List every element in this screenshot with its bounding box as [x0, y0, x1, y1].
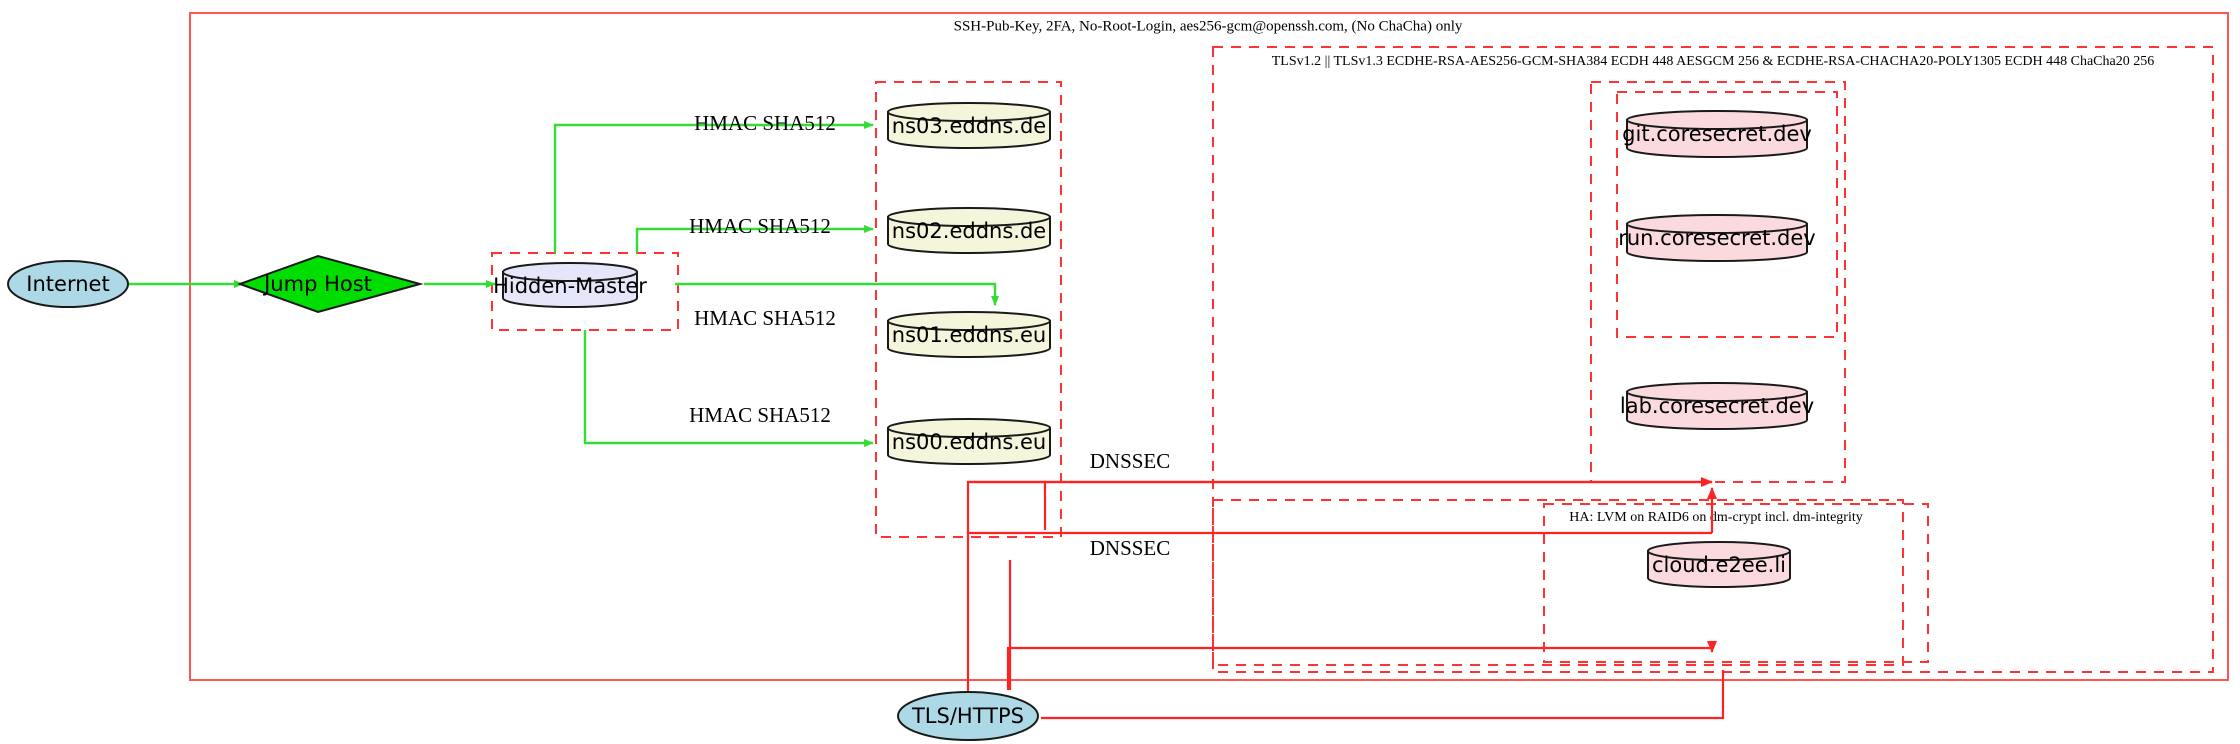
edge-hidden-master-to-ns02: [635, 225, 874, 253]
edge-label-dnssec-upper: DNSSEC: [1090, 449, 1171, 473]
cluster-tls-outer: [1212, 46, 2214, 673]
node-jump-host-label: Jump Host: [262, 272, 372, 296]
node-ns03-label: ns03.eddns.de: [892, 114, 1046, 138]
node-ns00-label: ns00.eddns.eu: [892, 430, 1046, 454]
node-ns01-label: ns01.eddns.eu: [892, 323, 1046, 347]
node-jump-host[interactable]: Jump Host: [237, 254, 424, 314]
edge-hidden-master-to-ns01: [675, 282, 999, 306]
cluster-dns-servers: [875, 81, 1062, 538]
node-hidden-master[interactable]: Hidden-Master: [493, 262, 647, 308]
edge-tlshttps-right-return: [1041, 670, 1725, 720]
edge-tlshttps-to-cloud: [1006, 641, 1717, 690]
node-ns02[interactable]: ns02.eddns.de: [887, 207, 1051, 254]
node-ns03[interactable]: ns03.eddns.de: [887, 102, 1051, 149]
node-internet-label: Internet: [26, 272, 109, 296]
node-cloud-e2ee[interactable]: cloud.e2ee.li: [1647, 541, 1791, 588]
node-git-coresecret[interactable]: git.coresecret.dev: [1622, 110, 1812, 158]
node-ns01[interactable]: ns01.eddns.eu: [887, 311, 1051, 358]
edge-label-hmac-ns01: HMAC SHA512: [694, 306, 836, 330]
edge-hidden-master-to-ns03: [553, 121, 874, 253]
edge-label-dnssec-lower: DNSSEC: [1090, 536, 1171, 560]
node-run-coresecret-label: run.coresecret.dev: [1618, 226, 1816, 250]
node-lab-coresecret[interactable]: lab.coresecret.dev: [1620, 382, 1814, 430]
edge-hidden-master-to-ns00: [583, 330, 874, 447]
node-ns00[interactable]: ns00.eddns.eu: [887, 418, 1051, 465]
cluster-ssh-outer-label: SSH-Pub-Key, 2FA, No-Root-Login, aes256-…: [954, 18, 1463, 34]
node-internet[interactable]: Internet: [7, 260, 129, 308]
edge-red-branch-upper: [968, 487, 1717, 535]
node-lab-coresecret-label: lab.coresecret.dev: [1620, 394, 1814, 418]
node-ns02-label: ns02.eddns.de: [892, 219, 1046, 243]
cluster-hidden-master: [491, 252, 679, 331]
edge-label-hmac-ns00: HMAC SHA512: [689, 403, 831, 427]
cluster-ssh-outer: [189, 12, 2229, 681]
node-tls-https[interactable]: TLS/HTTPS: [897, 691, 1039, 741]
cluster-coresecret-inner: [1616, 91, 1838, 338]
node-git-coresecret-label: git.coresecret.dev: [1622, 122, 1812, 146]
node-tls-https-label: TLS/HTTPS: [911, 704, 1024, 728]
cluster-ha: [1212, 499, 1904, 666]
cluster-coresecret-outer: [1590, 81, 1846, 483]
cluster-ha-label: HA: LVM on RAID6 on dm-crypt incl. dm-in…: [1569, 510, 1862, 525]
node-run-coresecret[interactable]: run.coresecret.dev: [1618, 214, 1816, 262]
node-hidden-master-label: Hidden-Master: [493, 274, 647, 298]
node-cloud-e2ee-label: cloud.e2ee.li: [1652, 553, 1786, 577]
edge-label-hmac-ns03: HMAC SHA512: [694, 111, 836, 135]
edge-tlshttps-to-coresecret-alt: [968, 480, 1712, 530]
edge-label-hmac-ns02: HMAC SHA512: [689, 214, 831, 238]
cluster-tls-outer-label: TLSv1.2 || TLSv1.3 ECDHE-RSA-AES256-GCM-…: [1272, 54, 2154, 69]
